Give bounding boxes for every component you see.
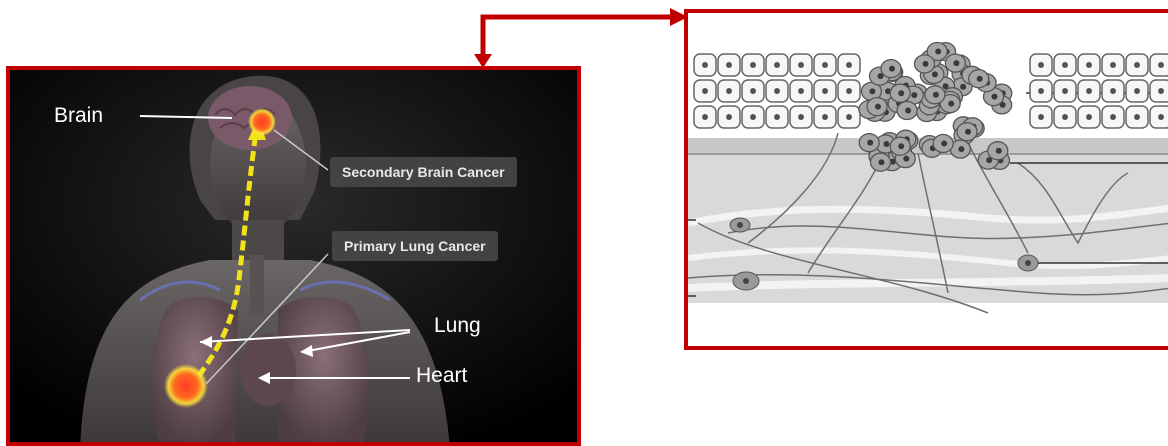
cell-nucleus	[774, 114, 780, 120]
tumor-cell-nucleus	[932, 71, 938, 77]
cell-nucleus	[774, 62, 780, 68]
cell-nucleus	[822, 62, 828, 68]
cell-nucleus	[846, 88, 852, 94]
cell-nucleus	[822, 88, 828, 94]
cell-nucleus	[1158, 114, 1164, 120]
cell-nucleus	[750, 62, 756, 68]
secondary-brain-tumor	[248, 108, 276, 136]
cell-nucleus	[726, 88, 732, 94]
lung-label: Lung	[434, 314, 481, 338]
cell-nucleus	[702, 114, 708, 120]
tissue-panel	[684, 9, 1168, 350]
cell-nucleus	[1134, 88, 1140, 94]
heart	[240, 334, 296, 406]
tumor-cell-nucleus	[958, 146, 964, 152]
cell-nucleus	[1038, 114, 1044, 120]
cell-nucleus	[1110, 114, 1116, 120]
cell-nucleus	[750, 88, 756, 94]
cell-nucleus	[726, 62, 732, 68]
secondary-brain-cancer-callout: Secondary Brain Cancer	[330, 157, 517, 187]
cell-nucleus	[750, 114, 756, 120]
cell-nucleus	[846, 62, 852, 68]
tumor-cell-nucleus	[903, 156, 909, 162]
cell-nucleus	[1134, 114, 1140, 120]
cell-nucleus	[822, 114, 828, 120]
heart-label: Heart	[416, 364, 467, 388]
tumor-cell-nucleus	[875, 104, 881, 110]
cell-nucleus	[1038, 88, 1044, 94]
tumor-cell-nucleus	[884, 141, 890, 147]
cell-nucleus	[1110, 88, 1116, 94]
cell-nucleus	[1086, 88, 1092, 94]
tumor-cell-nucleus	[933, 92, 939, 98]
brain-label: Brain	[54, 104, 103, 128]
cell-nucleus	[1086, 114, 1092, 120]
cell-nucleus	[798, 62, 804, 68]
cell-nucleus	[1158, 62, 1164, 68]
cell-nucleus	[798, 114, 804, 120]
cell-nucleus	[1110, 62, 1116, 68]
cell-nucleus	[1134, 62, 1140, 68]
cell-nucleus	[1062, 88, 1068, 94]
cell-nucleus	[1158, 88, 1164, 94]
tumor-cell-nucleus	[905, 108, 911, 114]
tumor-cell-nucleus	[898, 143, 904, 149]
tumor-cell-nucleus	[879, 159, 885, 165]
cell-nucleus	[1038, 62, 1044, 68]
tumor-cell-nucleus	[965, 129, 971, 135]
cell-nucleus	[1086, 62, 1092, 68]
tumor-cell-nucleus	[898, 90, 904, 96]
primary-lung-cancer-callout: Primary Lung Cancer	[332, 231, 498, 261]
tumor-cell-nucleus	[889, 66, 895, 72]
tumor-cell-nucleus	[867, 140, 873, 146]
tumor-cell-nucleus	[996, 148, 1002, 154]
tumor-cell-nucleus	[869, 88, 875, 94]
tumor-cell-nucleus	[941, 141, 947, 147]
primary-lung-tumor	[164, 364, 208, 408]
tumor-cell-nucleus	[948, 101, 954, 107]
tumor-cell-nucleus	[935, 49, 941, 55]
cell-nucleus	[1062, 114, 1068, 120]
cell-nucleus	[702, 62, 708, 68]
tumor-cell-nucleus	[911, 92, 917, 98]
cell-nucleus	[726, 114, 732, 120]
tumor-cell-nucleus	[960, 84, 966, 90]
tumor-cell-nucleus	[923, 61, 929, 67]
cell-nucleus	[798, 88, 804, 94]
tumor-cell-nucleus	[977, 76, 983, 82]
cell-nucleus	[846, 114, 852, 120]
cell-nucleus	[702, 88, 708, 94]
tumor-cell-nucleus	[953, 60, 959, 66]
anatomy-panel: Brain Lung Heart Secondary Brain Cancer …	[6, 66, 581, 446]
cell-nucleus	[1062, 62, 1068, 68]
tissue-cross-section	[688, 13, 1168, 350]
cell-nucleus	[774, 88, 780, 94]
tumor-cell-nucleus	[992, 94, 998, 100]
